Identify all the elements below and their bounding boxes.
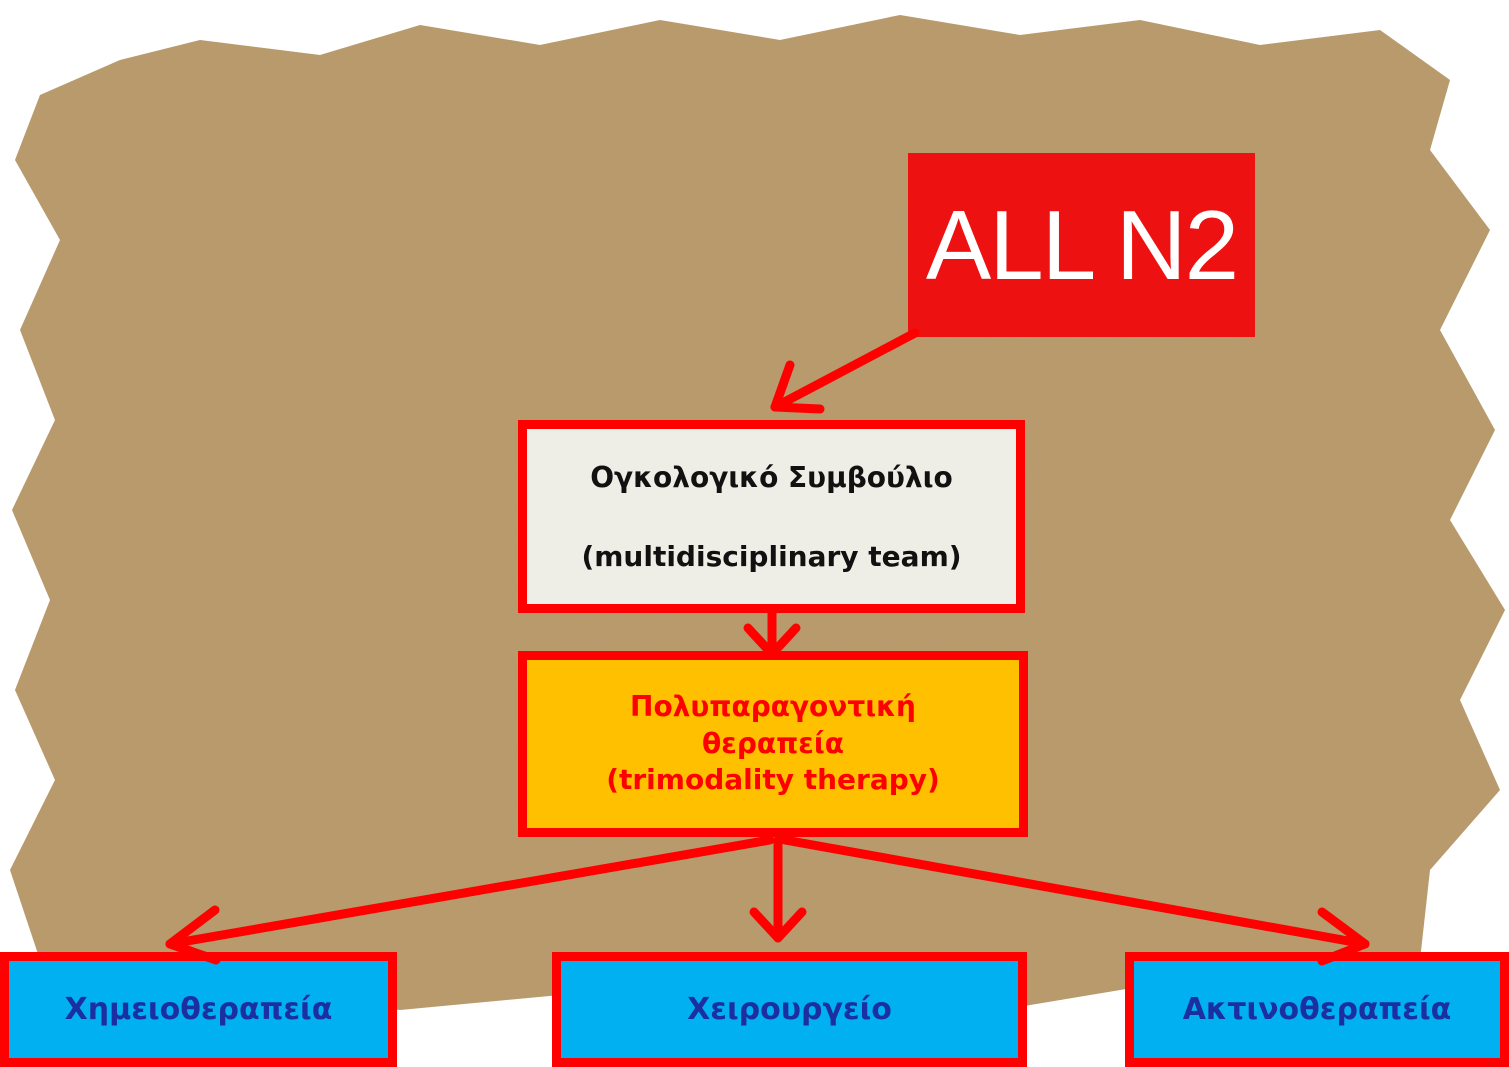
title-badge: ALL N2 — [908, 153, 1255, 337]
chemotherapy-box: Χημειοθεραπεία — [0, 952, 397, 1067]
board-title: Ογκολογικό Συμβούλιο — [590, 460, 953, 494]
radiotherapy-box: Ακτινοθεραπεία — [1125, 952, 1509, 1067]
surgery-box: Χειρουργείο — [552, 952, 1027, 1067]
board-subtitle: (multidisciplinary team) — [581, 539, 962, 573]
therapy-line-1: Πολυπαραγοντική — [630, 690, 916, 724]
therapy-line-3: (trimodality therapy) — [606, 763, 940, 797]
therapy-line-2: θεραπεία — [702, 726, 844, 760]
radiotherapy-label: Ακτινοθεραπεία — [1182, 992, 1452, 1027]
surgery-label: Χειρουργείο — [687, 992, 892, 1027]
oncology-board-box: Ογκολογικό Συμβούλιο (multidisciplinary … — [518, 420, 1025, 613]
chemotherapy-label: Χημειοθεραπεία — [64, 992, 333, 1027]
trimodality-therapy-box: Πολυπαραγοντική θεραπεία (trimodality th… — [518, 651, 1028, 837]
title-text: ALL N2 — [925, 189, 1239, 300]
